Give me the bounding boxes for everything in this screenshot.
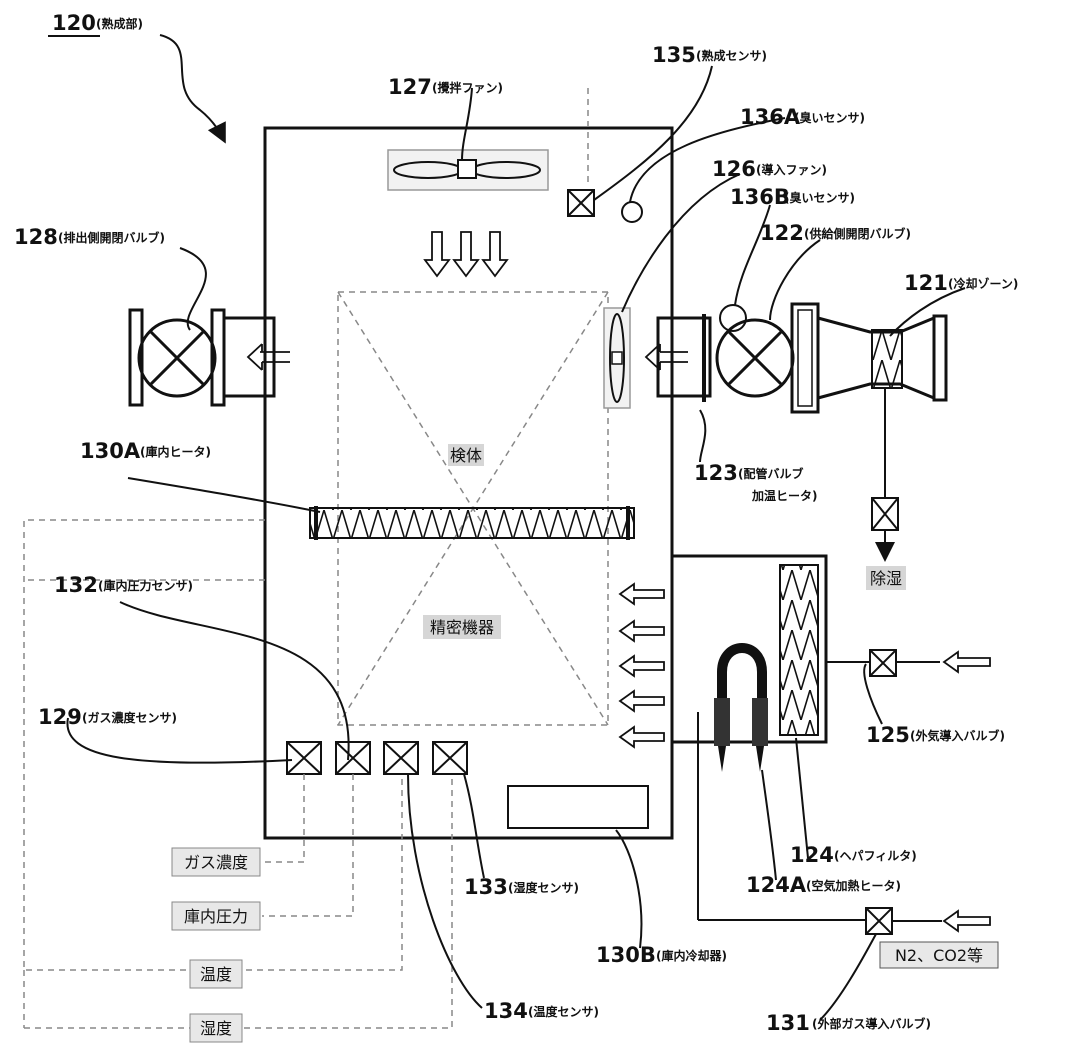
leader-lines [66,65,966,1021]
sensor-135 [567,189,595,217]
exhaust-valve-128 [128,308,290,407]
pressure-label: 庫内圧力 [184,907,248,926]
inflow-arrows [618,582,665,749]
label-123: 123 (配管バルブ 加温ヒータ) [694,461,818,503]
svg-text:(冷却ゾーン): (冷却ゾーン) [948,276,1018,291]
svg-text:(ヘパフィルタ): (ヘパフィルタ) [834,849,917,863]
stirring-fan-127 [387,149,549,191]
title-120: 120 (熟成部) [48,11,143,37]
label-125: 125 (外気導入バルブ) [866,723,1005,747]
svg-text:(ガス濃度センサ): (ガス濃度センサ) [82,710,177,725]
svg-text:131: 131 [766,1011,810,1035]
svg-text:124: 124 [790,843,834,867]
sensor-136b [719,304,747,332]
n2co2-box [879,941,999,969]
svg-text:(庫内ヒータ): (庫内ヒータ) [140,444,211,459]
svg-text:(臭いセンサ): (臭いセンサ) [794,110,865,125]
bottom-sensors [286,741,468,775]
label-128: 128 (排出側開閉バルブ) [14,225,165,249]
external-gas-valve-131 [865,907,991,935]
svg-text:133: 133 [464,875,508,899]
svg-text:(配管バルブ: (配管バルブ [738,466,804,481]
cooling-zone-121 [816,314,948,562]
specimen-box [448,444,484,466]
label-131: 131 (外部ガス導入バルブ) [766,1011,931,1035]
pressure-box [171,901,261,931]
svg-text:132: 132 [54,573,98,597]
svg-text:125: 125 [866,723,910,747]
label-132: 132 (庫内圧力センサ) [54,573,193,597]
svg-text:123: 123 [694,461,738,485]
svg-text:(外気導入バルブ): (外気導入バルブ) [910,728,1005,743]
svg-text:(外部ガス導入バルブ): (外部ガス導入バルブ) [812,1016,931,1031]
label-130b: 130B (庫内冷却器) [596,943,727,967]
svg-text:129: 129 [38,705,82,729]
svg-text:122: 122 [760,221,804,245]
svg-text:(庫内冷却器): (庫内冷却器) [656,948,727,963]
svg-text:130A: 130A [80,439,141,463]
svg-text:(庫内圧力センサ): (庫内圧力センサ) [98,578,193,593]
label-126: 126 (導入ファン) [712,157,827,181]
svg-text:(熟成部): (熟成部) [96,16,143,31]
svg-text:134: 134 [484,999,528,1023]
label-124a: 124A (空気加熱ヒータ) [746,873,901,897]
svg-text:136B: 136B [730,185,790,209]
label-122: 122 (供給側開閉バルブ) [760,221,911,245]
air-unit [670,554,991,744]
svg-text:(熟成センサ): (熟成センサ) [696,48,767,63]
intake-fan-126 [603,307,631,409]
n2co2-label: N2、CO2等 [895,946,983,965]
specimen-label: 検体 [450,446,482,465]
svg-text:加温ヒータ): 加温ヒータ) [751,488,818,503]
chamber [263,126,674,840]
cooler-130b [507,785,649,829]
gas-conc-label: ガス濃度 [184,853,248,872]
svg-text:130B: 130B [596,943,656,967]
humidity-box [189,1013,243,1043]
svg-text:128: 128 [14,225,58,249]
svg-text:121: 121 [904,271,948,295]
label-135: 135 (熟成センサ) [652,43,767,67]
label-127: 127 (攪拌ファン) [388,75,503,99]
instrument-box [423,615,501,639]
label-129: 129 (ガス濃度センサ) [38,705,177,729]
temperature-box [189,959,243,989]
supply-valve-122 [715,302,820,414]
sensor-136a [621,201,643,223]
label-136b: 136B (臭いセンサ) [730,185,855,209]
svg-text:126: 126 [712,157,756,181]
airflow-down-arrows [423,231,509,278]
svg-text:127: 127 [388,75,432,99]
label-134: 134 (温度センサ) [484,999,599,1023]
dehumid-box [866,566,906,590]
svg-text:135: 135 [652,43,696,67]
gas-conc-box [171,847,261,877]
svg-text:(排出側開閉バルブ): (排出側開閉バルブ) [58,230,165,245]
air-heater-124a [714,643,768,772]
svg-text:(導入ファン): (導入ファン) [756,162,827,177]
dehumid-label: 除湿 [870,569,902,588]
title-pointer-arrow [159,34,226,144]
label-124: 124 (ヘパフィルタ) [790,843,917,867]
dashed-wiring [23,519,453,1029]
svg-text:(攪拌ファン): (攪拌ファン) [432,80,503,95]
supply-pipe [644,314,712,402]
svg-text:(供給側開閉バルブ): (供給側開閉バルブ) [804,226,911,241]
label-136a: 136A (臭いセンサ) [740,105,865,129]
label-130a: 130A (庫内ヒータ) [80,439,211,463]
heater-130a [309,506,635,540]
svg-text:136A: 136A [740,105,801,129]
humidity-label: 湿度 [200,1019,232,1038]
label-121: 121 (冷却ゾーン) [904,271,1018,295]
svg-text:(臭いセンサ): (臭いセンサ) [784,190,855,205]
svg-text:(湿度センサ): (湿度センサ) [508,880,579,895]
label-133: 133 (湿度センサ) [464,875,579,899]
svg-text:(温度センサ): (温度センサ) [528,1004,599,1019]
instrument-label: 精密機器 [430,618,494,637]
temperature-label: 温度 [200,965,232,984]
svg-text:120: 120 [52,11,96,35]
svg-text:(空気加熱ヒータ): (空気加熱ヒータ) [806,878,901,893]
svg-text:124A: 124A [746,873,807,897]
